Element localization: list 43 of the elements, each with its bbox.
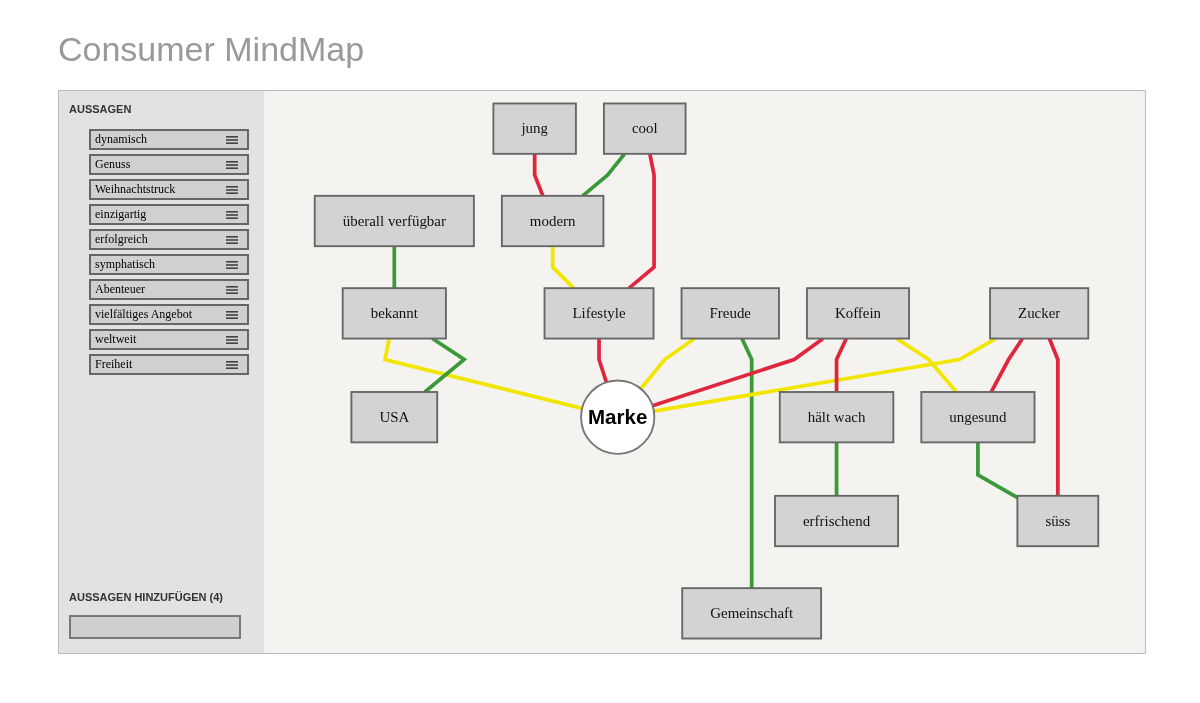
- node-box: hält wach: [778, 391, 895, 444]
- connector: [834, 337, 848, 392]
- connector: [382, 338, 583, 411]
- statement-item: Freiheit: [89, 354, 249, 375]
- statement-item: Abenteuer: [89, 279, 249, 300]
- node-box: Lifestyle: [543, 287, 655, 340]
- statement-item: erfolgreich: [89, 229, 249, 250]
- statement-item: symphatisch: [89, 254, 249, 275]
- page-title: Consumer MindMap: [58, 30, 365, 69]
- node-box: Freude: [680, 287, 780, 340]
- connector: [1047, 337, 1060, 496]
- node-box: erfrischend: [774, 494, 900, 548]
- statement-item: weltweit: [89, 329, 249, 350]
- connector: [392, 246, 397, 289]
- node-box: cool: [602, 102, 687, 155]
- connector: [550, 246, 576, 290]
- connector: [532, 153, 545, 197]
- connector: [639, 337, 696, 390]
- connector: [653, 336, 997, 413]
- node-box: Zucker: [989, 287, 1090, 340]
- node-box: süss: [1016, 494, 1100, 548]
- section-heading: AUSSAGEN: [69, 103, 132, 115]
- connector: [989, 337, 1025, 393]
- connector: [597, 338, 609, 383]
- statement-item: vielfältiges Angebot: [89, 304, 249, 325]
- node-box: jung: [492, 102, 577, 155]
- connector: [740, 337, 754, 589]
- node-box: Koffein: [806, 287, 910, 340]
- node-box: USA: [350, 391, 439, 444]
- node-box: Gemeinschaft: [681, 587, 823, 640]
- statement-item: dynamisch: [89, 129, 249, 150]
- node-circle: Marke: [580, 379, 656, 455]
- connector: [627, 153, 656, 290]
- node-box: ungesund: [920, 391, 1036, 444]
- node-box: modern: [500, 194, 605, 248]
- statement-item: Weihnachtstruck: [89, 179, 249, 200]
- connector: [834, 442, 839, 496]
- statement-item: Genuss: [89, 154, 249, 175]
- node-box: überall verfügbar: [313, 194, 475, 248]
- node-box: bekannt: [341, 287, 447, 340]
- section-heading: AUSSAGEN HINZUFÜGEN (4): [69, 591, 223, 603]
- statement-item: einzigartig: [89, 204, 249, 225]
- connector: [651, 337, 825, 408]
